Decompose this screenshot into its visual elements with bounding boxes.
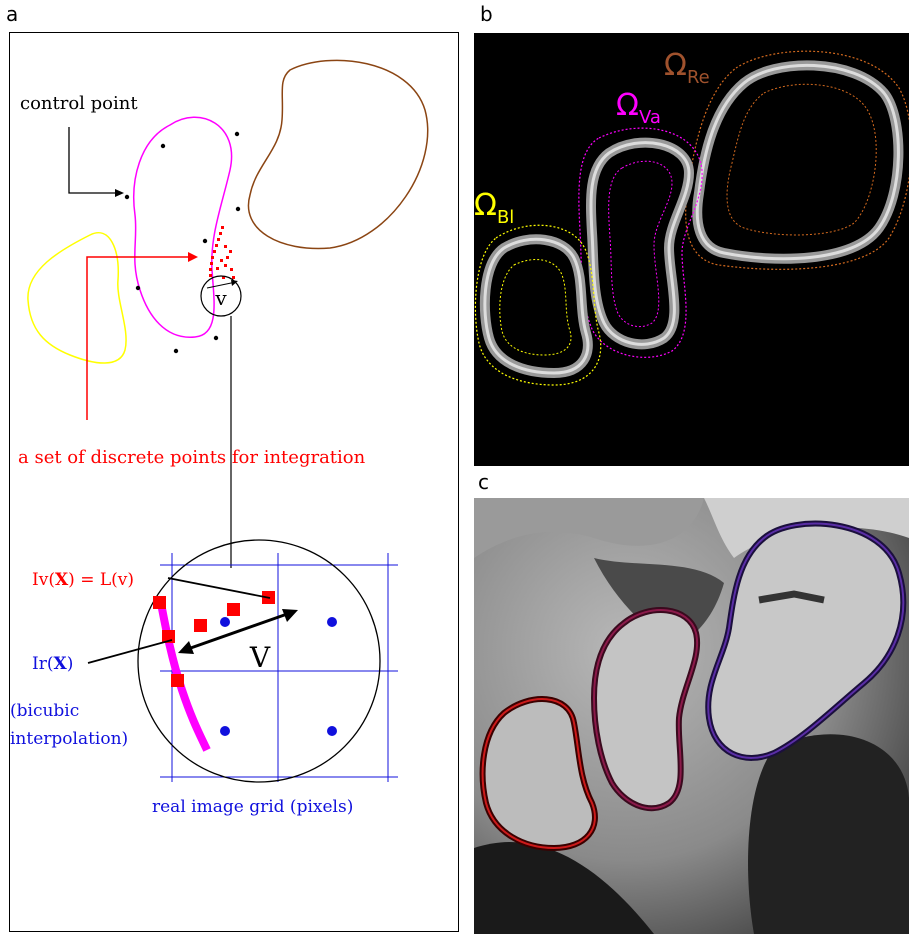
contour-brown — [247, 59, 429, 250]
panel-a-diagram: control point a set of discrete points f… — [10, 59, 429, 817]
control-point-label: control point — [20, 93, 138, 114]
discrete-points-arrow — [86, 256, 190, 420]
large-circle — [137, 539, 381, 783]
discrete-points — [209, 226, 235, 279]
small-v-label: v — [214, 286, 227, 310]
panel-label-a: a — [6, 2, 19, 26]
panel-b-segmentation: ΩBl ΩVa ΩRe — [474, 33, 909, 466]
contour-yellow — [27, 232, 127, 364]
big-v-label: V — [249, 641, 271, 674]
vector-v — [184, 611, 291, 652]
bicubic-label-line2: interpolation) — [10, 729, 128, 749]
panel-label-b: b — [480, 2, 493, 26]
ir-label: Ir(X) — [32, 654, 73, 674]
panel-a — [9, 32, 459, 932]
control-points — [124, 131, 241, 354]
contour-segment — [156, 597, 211, 752]
label-omega-va: ΩVa — [616, 88, 661, 128]
pixel-centers — [220, 617, 337, 736]
pixel-grid — [160, 553, 398, 782]
label-omega-bl: ΩBl — [474, 188, 514, 228]
label-omega-re: ΩRe — [664, 48, 710, 88]
bicubic-label-line1: (bicubic — [10, 701, 79, 721]
iv-leader — [167, 577, 271, 599]
iv-label: Iv(X) = L(v) — [32, 570, 134, 590]
grid-label: real image grid (pixels) — [152, 797, 353, 817]
contour-magenta — [133, 116, 233, 338]
panel-c-mri — [474, 498, 909, 934]
control-point-arrow — [68, 127, 118, 194]
ir-leader — [87, 639, 173, 664]
discrete-points-label: a set of discrete points for integration — [18, 447, 366, 468]
panel-label-c: c — [478, 470, 489, 494]
small-circle — [200, 275, 242, 317]
